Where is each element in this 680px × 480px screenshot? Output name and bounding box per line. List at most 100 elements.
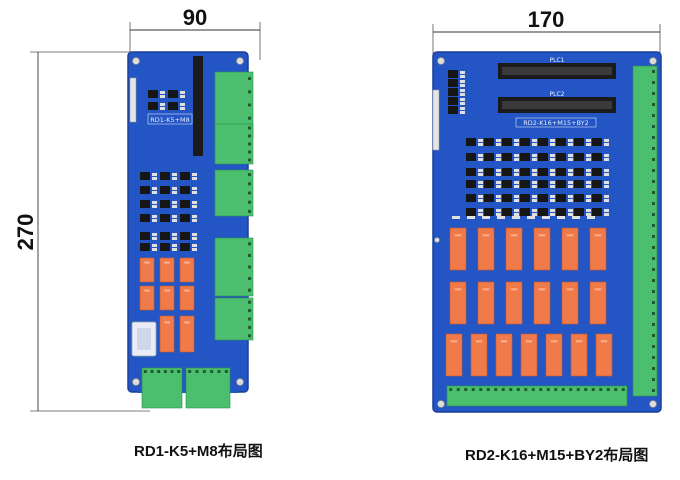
relay-marking <box>482 288 490 291</box>
ic-chip <box>448 88 458 96</box>
terminal-screw <box>248 277 251 281</box>
terminal-block <box>632 65 658 397</box>
relay-marking <box>184 261 190 264</box>
relay-marking <box>454 234 462 237</box>
ic-chip <box>556 208 566 216</box>
relay <box>159 285 175 311</box>
smd-component <box>514 213 519 216</box>
smd-component <box>514 181 519 184</box>
smd-component <box>550 181 555 184</box>
smd-component <box>172 233 177 236</box>
smd-component <box>152 244 157 247</box>
relay-marking <box>144 261 150 264</box>
smd-component <box>460 80 465 83</box>
smd-component <box>568 154 573 157</box>
smd-component <box>586 181 591 184</box>
smd-component <box>532 158 537 161</box>
terminal-screw <box>652 389 655 392</box>
terminal-block <box>214 297 254 341</box>
smd-component <box>550 139 555 142</box>
terminal-screw <box>248 265 251 269</box>
smd-component <box>532 209 537 212</box>
terminal-screw <box>591 388 595 391</box>
smd-component <box>568 158 573 161</box>
smd-component <box>604 143 609 146</box>
smd-component <box>172 177 177 180</box>
smd-component <box>180 107 185 110</box>
smd-component <box>192 248 197 251</box>
smd-component <box>550 143 555 146</box>
left-relay-area <box>139 257 195 353</box>
left-width-dimension: 90 <box>129 5 261 60</box>
smd-component <box>172 191 177 194</box>
smd-component <box>180 91 185 94</box>
terminal-screw <box>195 370 199 373</box>
ic-chip <box>574 153 584 161</box>
smd-component <box>512 216 520 219</box>
terminal-block <box>185 367 231 409</box>
smd-component <box>160 91 165 94</box>
terminal-screw <box>177 370 181 373</box>
ic-chip <box>466 208 476 216</box>
relay-marking <box>575 340 583 343</box>
smd-component <box>172 219 177 222</box>
smd-component <box>587 216 595 219</box>
smd-component <box>557 216 565 219</box>
smd-component <box>478 185 483 188</box>
smd-component <box>172 187 177 190</box>
smd-component <box>572 216 580 219</box>
smd-component <box>152 173 157 176</box>
smd-component <box>172 244 177 247</box>
right-chip-area <box>448 70 609 219</box>
smd-component <box>478 143 483 146</box>
smd-component <box>496 185 501 188</box>
ic-chip <box>502 194 512 202</box>
ic-chip <box>160 172 170 180</box>
right-caption: RD2-K16+M15+BY2布局图 <box>465 447 649 464</box>
smd-component <box>192 205 197 208</box>
smd-component <box>192 191 197 194</box>
relay-marking <box>525 340 533 343</box>
relay-marking <box>510 234 518 237</box>
ic-chip <box>574 194 584 202</box>
ic-chip <box>520 168 530 176</box>
smd-component <box>172 201 177 204</box>
relay <box>589 227 607 271</box>
relay <box>445 333 463 377</box>
smd-component <box>478 158 483 161</box>
ic-chip <box>180 172 190 180</box>
smd-component <box>586 173 591 176</box>
terminal-screw <box>652 334 655 337</box>
relay-marking <box>164 321 170 324</box>
ic-chip <box>484 180 494 188</box>
smd-component <box>172 248 177 251</box>
smd-component <box>568 181 573 184</box>
relay <box>570 333 588 377</box>
smd-component <box>160 107 165 110</box>
smd-component <box>192 173 197 176</box>
relay <box>179 315 195 353</box>
ic-chip <box>520 138 530 146</box>
terminal-screw <box>248 309 251 313</box>
smd-component <box>478 199 483 202</box>
ic-chip <box>574 208 584 216</box>
relay <box>505 281 523 325</box>
relay <box>477 227 495 271</box>
ic-chip <box>592 180 602 188</box>
terminal-screw <box>150 370 154 373</box>
smd-component <box>550 154 555 157</box>
ic-chip <box>538 153 548 161</box>
smd-component <box>482 216 490 219</box>
relay <box>589 281 607 325</box>
left-board-label: RD1-K5+M8 <box>150 116 190 124</box>
relay-marking <box>600 340 608 343</box>
smd-component <box>532 199 537 202</box>
ic-chip <box>520 208 530 216</box>
smd-component <box>532 154 537 157</box>
ic-chip <box>520 180 530 188</box>
relay <box>449 227 467 271</box>
terminal-screw <box>652 345 655 348</box>
smd-component <box>527 216 535 219</box>
right-pcb-board: PLC1 PLC2 RD2-K16+M15+BY2 <box>432 51 662 413</box>
smd-component <box>496 139 501 142</box>
